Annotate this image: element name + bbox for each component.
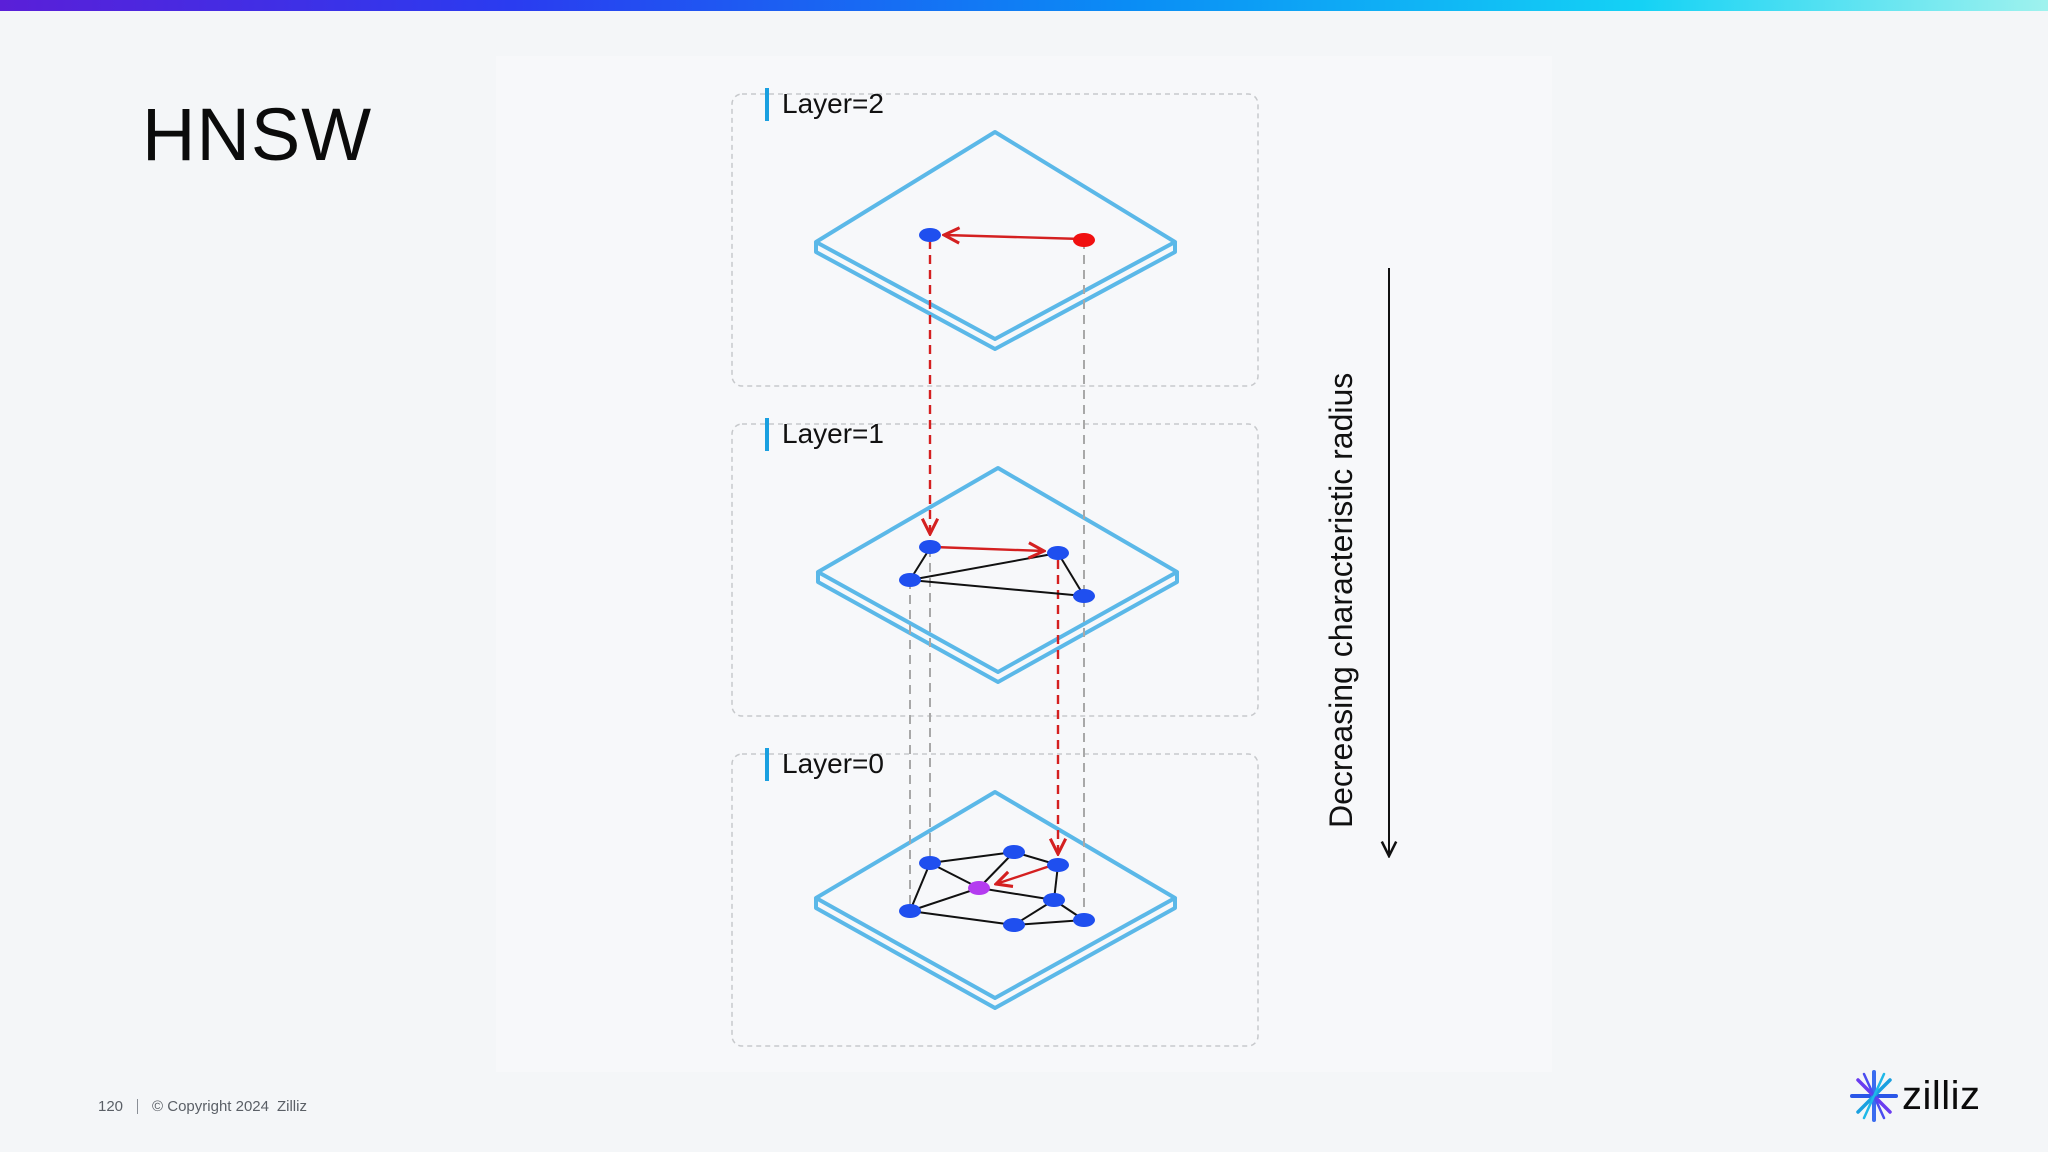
layer-1-search-arrow — [933, 547, 1044, 551]
layer-0-node — [1003, 845, 1025, 859]
layer-0-node — [1003, 918, 1025, 932]
layer-0-node — [1073, 913, 1095, 927]
layer-1-node — [1047, 546, 1069, 560]
layer-0-target-node — [968, 881, 990, 895]
layer-1-plane — [816, 466, 1179, 684]
footer-divider — [137, 1099, 139, 1114]
side-label: Decreasing characteristic radius — [1323, 373, 1359, 828]
layer-1-label: Layer=1 — [782, 418, 884, 449]
zilliz-logo: zilliz — [1848, 1068, 1981, 1124]
starburst-icon — [1850, 1070, 1898, 1122]
page-number: 120 — [98, 1098, 124, 1115]
layer-0-node — [919, 856, 941, 870]
layer-2-box — [731, 93, 1259, 387]
layer-0-label-bar — [765, 748, 769, 781]
layer-0-node — [899, 904, 921, 918]
layer-2-plane — [814, 130, 1177, 351]
layer-2-label-bar — [765, 88, 769, 121]
layer-0-box — [731, 753, 1259, 1047]
logo-wordmark: zilliz — [1902, 1073, 1981, 1118]
layer-0-plane — [814, 790, 1177, 1010]
layer-2-search-arrow — [944, 235, 1083, 239]
company-name: Zilliz — [276, 1098, 307, 1115]
slide-title: HNSW — [142, 93, 373, 176]
layer-0-node — [1043, 893, 1065, 907]
layer-0-search-arrow — [996, 864, 1051, 884]
layer-2-node — [919, 228, 941, 242]
copyright-text: © Copyright 2024 — [152, 1098, 269, 1115]
layer-2-entry-node — [1073, 233, 1095, 247]
layer-0-label: Layer=0 — [782, 748, 884, 779]
footer: 120 © Copyright 2024 Zilliz — [98, 1098, 307, 1115]
layer-0-node — [1047, 858, 1069, 872]
layer-1-box — [731, 423, 1259, 717]
descent-paths — [930, 240, 1058, 854]
top-accent-bar — [0, 0, 2048, 11]
layer-1-node — [1073, 589, 1095, 603]
layer-1-label-bar — [765, 418, 769, 451]
layer-1-node — [919, 540, 941, 554]
projection-lines — [909, 240, 1085, 920]
layer-2-label: Layer=2 — [782, 88, 884, 119]
layer-1-node — [899, 573, 921, 587]
